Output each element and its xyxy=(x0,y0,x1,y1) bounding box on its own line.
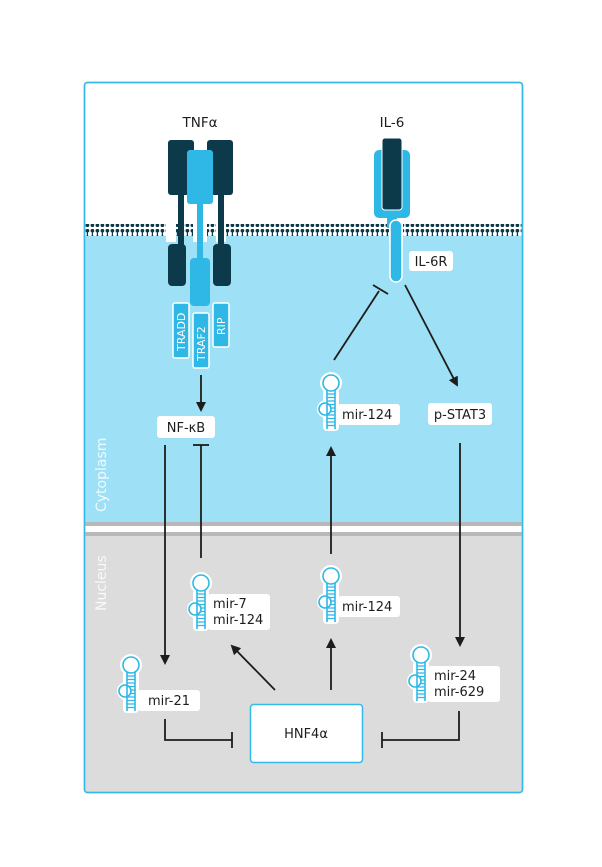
edge-il6r-to-pstat3 xyxy=(404,284,458,387)
edge-mir124-inhibits-il6r xyxy=(333,290,380,361)
cytoplasm-label: Cytoplasm xyxy=(94,438,110,512)
svg-text:HNF4α: HNF4α xyxy=(284,727,328,742)
svg-text:mir-7: mir-7 xyxy=(213,597,247,612)
svg-text:RIP: RIP xyxy=(215,317,228,335)
svg-text:mir-21: mir-21 xyxy=(148,694,190,709)
edge-mir124-inhibits-il6r-bar xyxy=(372,284,389,295)
mirna-cyto-mir124: mir-124 xyxy=(316,371,400,432)
edge-hnf4a-to-mir7 xyxy=(230,644,276,691)
il6-receptor xyxy=(374,137,410,283)
svg-text:NF-κB: NF-κB xyxy=(167,421,205,436)
edges xyxy=(160,284,465,748)
svg-text:mir-629: mir-629 xyxy=(434,685,484,700)
tnf-receptor xyxy=(166,140,233,306)
svg-text:mir-124: mir-124 xyxy=(342,408,392,423)
edge-mir21-inhibits-hnf4a xyxy=(164,719,232,741)
il6r-label-box: IL-6R xyxy=(409,251,453,271)
nucleus-label: Nucleus xyxy=(94,555,110,611)
traf2-box: TRAF2 xyxy=(192,312,210,369)
nuclear-envelope-gap xyxy=(85,526,522,532)
svg-text:TRADD: TRADD xyxy=(175,313,188,352)
edge-mir24-inhibits-hnf4a xyxy=(382,711,460,741)
tradd-box: TRADD xyxy=(172,302,190,359)
hnf4a-node: HNF4α xyxy=(249,703,364,764)
mirna-nuc-mir7-mir124: mir-7 mir-124 xyxy=(186,571,270,632)
svg-text:mir-24: mir-24 xyxy=(434,669,476,684)
svg-text:mir-124: mir-124 xyxy=(213,613,263,628)
svg-text:p-STAT3: p-STAT3 xyxy=(434,408,486,423)
pstat3-node: p-STAT3 xyxy=(428,403,492,425)
svg-text:mir-124: mir-124 xyxy=(342,600,392,615)
nuclear-envelope-inner xyxy=(85,532,522,536)
il6r-label: IL-6R xyxy=(415,255,448,270)
tnf-alpha-label: TNFα xyxy=(181,115,217,131)
mirna-nuc-mir24-mir629: mir-24 mir-629 xyxy=(406,643,500,704)
nfkb-node: NF-κB xyxy=(157,416,215,438)
mirna-nuc-mir124: mir-124 xyxy=(316,564,400,625)
rip-box: RIP xyxy=(212,302,230,348)
nuclear-envelope-outer xyxy=(85,522,522,526)
il6-label: IL-6 xyxy=(380,115,405,131)
svg-text:TRAF2: TRAF2 xyxy=(195,326,208,362)
plasma-membrane xyxy=(85,224,522,236)
mirna-nuc-mir21: mir-21 xyxy=(116,653,200,714)
cytoplasm-region xyxy=(85,236,522,522)
